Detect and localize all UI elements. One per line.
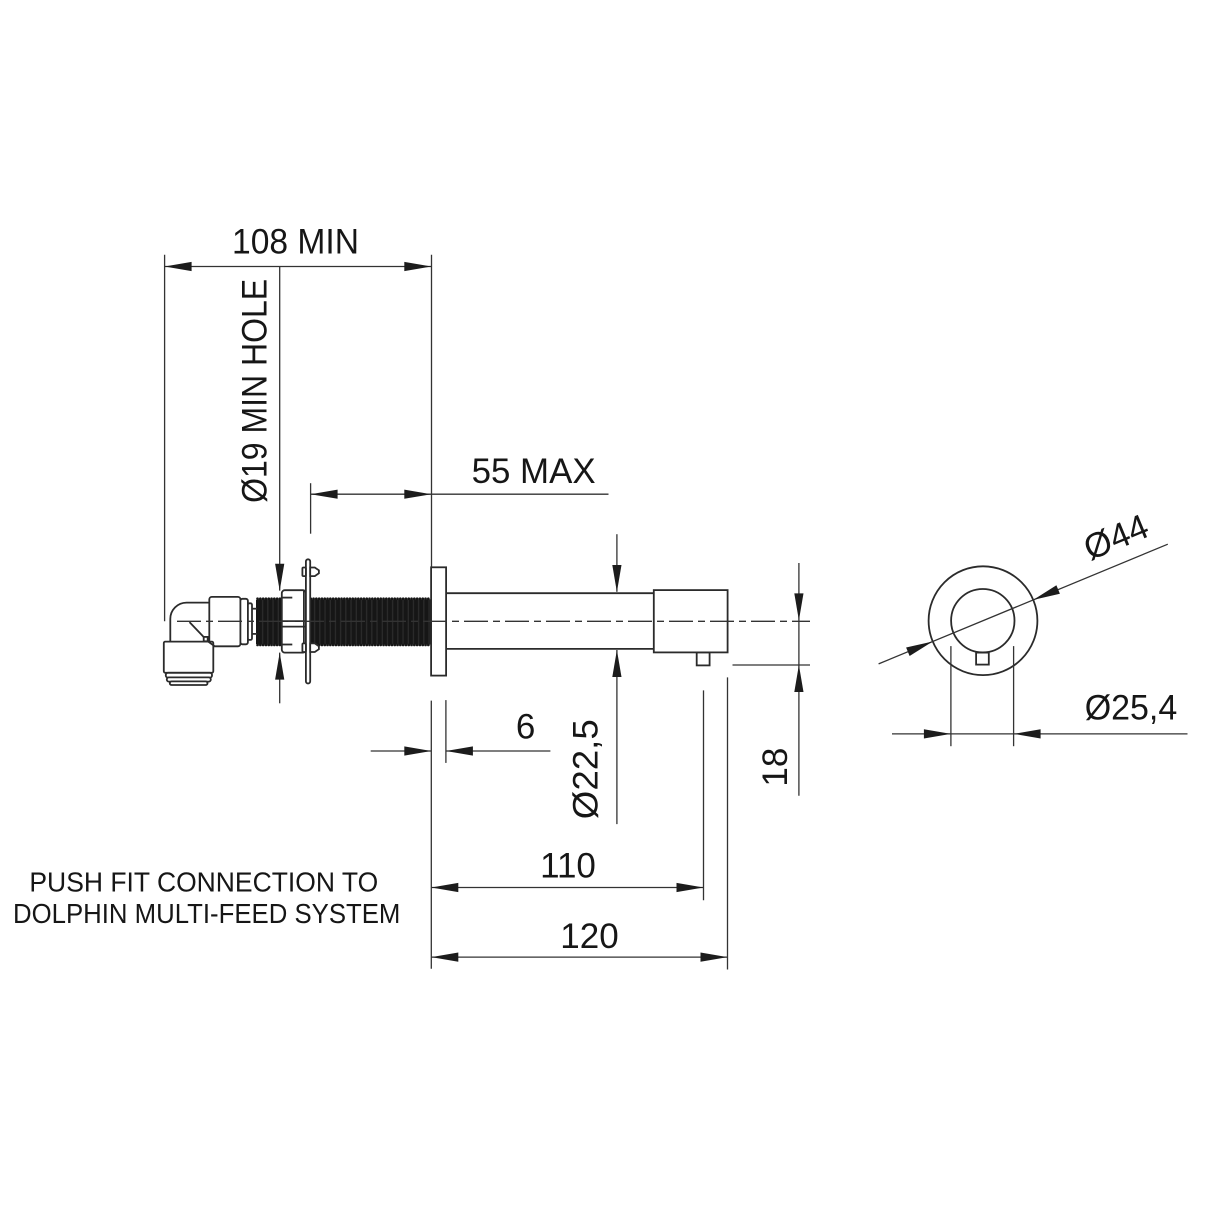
svg-text:DOLPHIN MULTI-FEED SYSTEM: DOLPHIN MULTI-FEED SYSTEM — [13, 898, 400, 929]
svg-text:108 MIN: 108 MIN — [232, 223, 359, 262]
svg-text:120: 120 — [560, 917, 618, 956]
svg-text:110: 110 — [540, 847, 596, 886]
svg-text:Ø25,4: Ø25,4 — [1085, 688, 1178, 727]
svg-text:18: 18 — [756, 748, 795, 787]
svg-text:Ø22,5: Ø22,5 — [567, 719, 606, 819]
svg-text:PUSH FIT CONNECTION TO: PUSH FIT CONNECTION TO — [29, 867, 378, 898]
svg-text:55 MAX: 55 MAX — [472, 452, 596, 491]
svg-text:Ø19 MIN HOLE: Ø19 MIN HOLE — [236, 279, 275, 503]
svg-text:6: 6 — [516, 707, 535, 746]
